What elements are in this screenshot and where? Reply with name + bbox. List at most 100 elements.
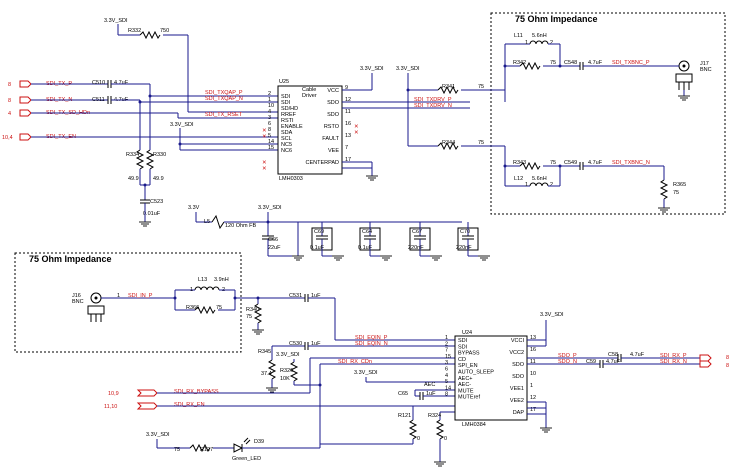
ground-icon — [332, 255, 344, 261]
u24-pin-number: 7 — [445, 348, 448, 354]
svg-text:✕: ✕ — [354, 124, 359, 130]
j16-ref: J16 — [72, 293, 81, 299]
c511-ref: C511 — [92, 97, 105, 103]
j16-type: BNC — [72, 299, 84, 305]
u25-left-pins: SDI2SDI1SD/HD10RREF4RSTI3ENABLE6SDA8SCL5… — [268, 91, 303, 154]
net-sdi-in-p: SDI_IN_P — [128, 293, 153, 299]
u24-pin-number: 11 — [530, 359, 536, 365]
power-label-u25: 3.3V_SDI — [360, 66, 384, 72]
r341-ref: R341 — [442, 84, 455, 90]
net-sdi-txbnc-n: SDI_TXBNC_N — [612, 160, 650, 166]
r334-value: 49.9 — [128, 176, 139, 182]
svg-text:✕: ✕ — [262, 166, 267, 172]
r326-ref: R326 — [280, 368, 293, 374]
j16-bnc-connector[interactable]: J16 BNC — [72, 292, 105, 322]
net-sdi-txqap-p: SDI_TXQAP_P — [205, 90, 243, 96]
ground-icon — [658, 207, 670, 213]
c58-ref: C58 — [608, 352, 618, 358]
aec-label: AEC — [424, 382, 435, 388]
r127-value: 75 — [174, 447, 180, 453]
u25-pin-number: 8 — [268, 127, 271, 133]
u25-pin-number: 6 — [268, 121, 271, 127]
u24-pin-name: BYPASS — [458, 351, 480, 357]
c69-value: 0.1uF — [310, 245, 325, 251]
r365-value: 75 — [673, 190, 679, 196]
u25-pin-name: NC6 — [281, 148, 292, 154]
c64-ref: C64 — [362, 229, 372, 235]
r345-value: 37.4 — [261, 371, 272, 377]
u25-name1: Cable — [302, 87, 316, 93]
ground-icon — [366, 175, 378, 181]
rx-impedance-region — [14, 252, 242, 353]
r342-ref: R342 — [513, 60, 526, 66]
u24-equalizer[interactable]: U24 LMH0384 SDI1SDI2BYPASS7CD15SPI_EN3AU… — [445, 330, 536, 428]
r332-value: 750 — [160, 28, 169, 34]
c548-value: 4.7uF — [588, 60, 603, 66]
j17-ref: J17 — [700, 61, 709, 67]
j17-type: BNC — [700, 67, 712, 73]
ground-icon — [139, 221, 151, 227]
u25-pin-name: VCC — [327, 88, 339, 94]
rx-bypass-port[interactable]: 10,9 SDI_RX_BYPASS — [108, 389, 219, 397]
power-label-r341: 3.3V_SDI — [396, 66, 420, 72]
r343-value: 75 — [550, 160, 556, 166]
c530-ref: C530 — [289, 341, 302, 347]
u25-pin-name: CENTERPAD — [305, 160, 339, 166]
u24-pin-name: SDO — [512, 362, 525, 368]
ground-icon — [380, 255, 392, 261]
c531-ref: C531 — [289, 293, 302, 299]
net-sdi-rx-cd: SDI_RX_CDn — [338, 359, 372, 365]
r324-value: 0 — [444, 436, 447, 442]
c65-ref: C65 — [398, 391, 408, 397]
power-label-u24: 3.3V_SDI — [540, 312, 564, 318]
c549-value: 4.7uF — [588, 160, 603, 166]
u24-ref: U24 — [462, 330, 472, 336]
l5-value: 120 Ohm FB — [225, 223, 257, 229]
u24-pin-number: 2 — [445, 341, 448, 347]
u24-pin-number: 12 — [530, 395, 536, 401]
r343-ref: R343 — [513, 160, 526, 166]
u24-part: LMH0384 — [462, 422, 486, 428]
u25-cable-driver[interactable]: U25 Cable Driver LMH0303 SDI2SDI1SD/HD10… — [268, 79, 351, 182]
ground-icon — [478, 255, 490, 261]
svg-text:1: 1 — [525, 40, 528, 46]
c523-value: 0.01uF — [143, 211, 161, 217]
rx-impedance-title: 75 Ohm Impedance — [29, 254, 112, 264]
r342-value: 75 — [550, 60, 556, 66]
r127-ref: R127 — [200, 447, 213, 453]
net-sdi-rx-n: SDI_RX_N — [660, 359, 687, 365]
power-label-u24spi: 3.3V_SDI — [354, 370, 378, 376]
svg-text:✕: ✕ — [262, 128, 267, 134]
d39-ref: D39 — [254, 439, 264, 445]
svg-text:✕: ✕ — [262, 160, 267, 166]
svg-text:8: 8 — [726, 355, 729, 361]
power-label-top: 3.3V_SDI — [104, 18, 128, 24]
l5-ref: L5 — [204, 219, 210, 225]
j17-bnc-connector[interactable]: J17 BNC — [675, 60, 712, 90]
l11-ref: L11 — [514, 33, 523, 39]
u24-pin-name: SDI — [458, 344, 468, 350]
ground-icon — [430, 255, 442, 261]
svg-text:✕: ✕ — [354, 130, 359, 136]
c58-value: 4.7uF — [630, 352, 645, 358]
u25-pin-name: RSTO — [324, 124, 340, 130]
u24-pin-number: 1 — [445, 335, 448, 341]
u25-pin-number: 17 — [345, 157, 351, 163]
u24-pin-name: VEE2 — [510, 398, 524, 404]
rx-en-port[interactable]: 11,10 SDI_RX_EN — [104, 402, 205, 410]
svg-text:10,4: 10,4 — [2, 135, 13, 141]
rx-output-port-n[interactable]: 8 — [699, 360, 729, 369]
c66-ref: C66 — [268, 237, 278, 243]
r366-ref: R366 — [186, 305, 199, 311]
ground-icon — [678, 95, 690, 101]
r334-ref: R334 — [126, 152, 139, 158]
net-sdi-eqin-n: SDI_EQIN_N — [355, 341, 388, 347]
c523-ref: C523 — [150, 199, 163, 205]
u25-pin-number: 15 — [268, 145, 274, 151]
ground-icon — [292, 255, 304, 261]
r341-value: 75 — [478, 84, 484, 90]
u25-pin-number: 11 — [345, 109, 351, 115]
rx-output-port-p[interactable]: 8 — [699, 354, 729, 362]
